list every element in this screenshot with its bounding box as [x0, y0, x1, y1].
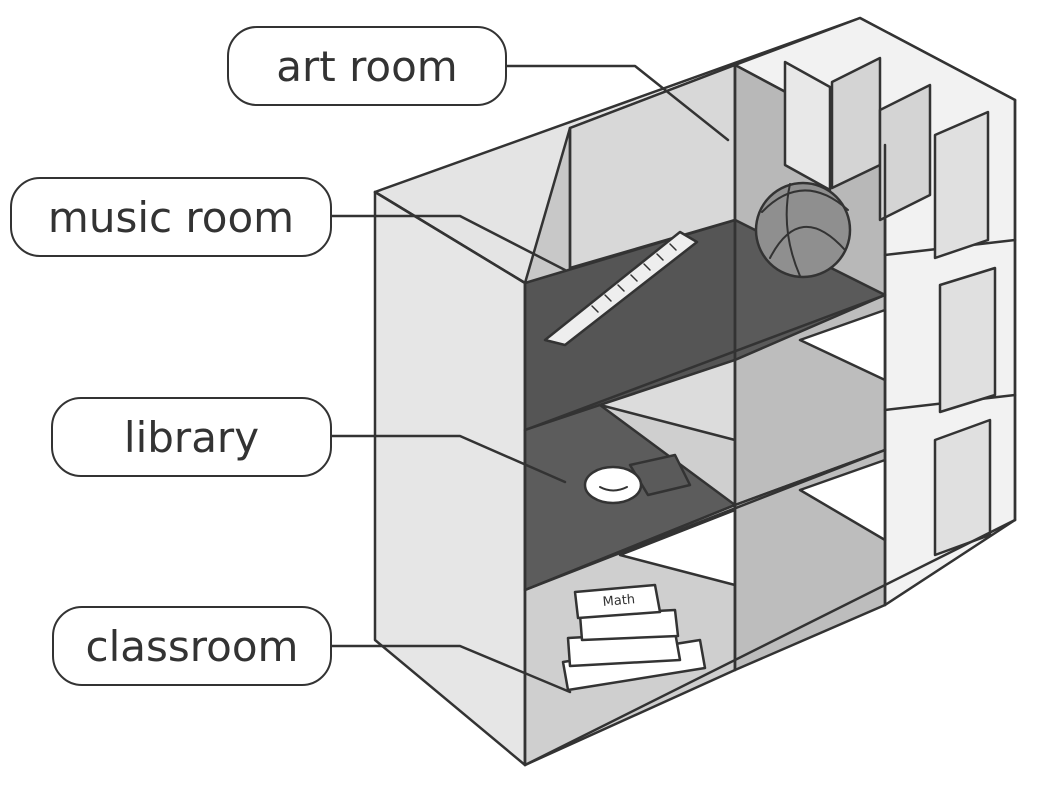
panel-6	[933, 418, 992, 557]
library-leader	[330, 434, 567, 484]
music-room-leader	[330, 214, 567, 272]
panel-5	[938, 266, 997, 414]
label-music-room-text: music room	[47, 192, 295, 242]
panel-4	[933, 110, 990, 260]
label-classroom: classroom	[52, 606, 332, 686]
panel-3	[878, 83, 932, 222]
classroom-leader	[330, 644, 572, 694]
eraser-cap	[583, 465, 643, 505]
label-art-room-text: art room	[276, 41, 458, 91]
book-title: Math	[602, 592, 636, 610]
book-top	[573, 583, 662, 620]
label-library: library	[51, 397, 332, 477]
left-outer-wall	[373, 190, 527, 767]
art-room-leader	[505, 64, 730, 142]
panel-1	[783, 60, 832, 192]
ball	[754, 181, 852, 279]
label-library-text: library	[123, 412, 260, 462]
label-art-room: art room	[227, 26, 507, 106]
label-music-room: music room	[10, 177, 332, 257]
panel-2	[830, 56, 882, 190]
label-classroom-text: classroom	[85, 621, 299, 671]
